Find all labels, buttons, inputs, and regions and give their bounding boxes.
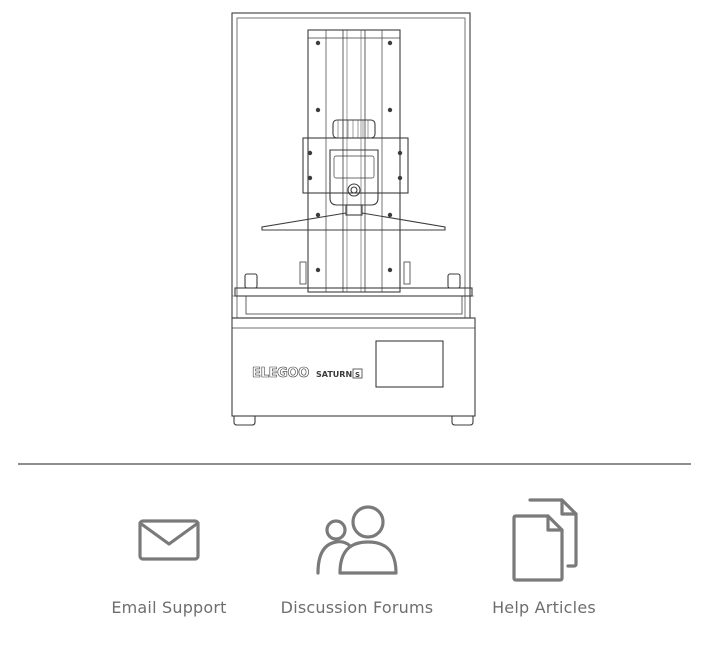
- printer-model-badge: S: [355, 371, 360, 379]
- envelope-icon: [137, 490, 201, 590]
- printer-model-text: SATURN: [316, 370, 352, 379]
- printer-illustration: ELEGOO SATURN S: [231, 12, 476, 426]
- documents-icon: [510, 490, 578, 590]
- help-articles-link[interactable]: Help Articles: [488, 490, 600, 617]
- section-divider: [18, 463, 691, 465]
- people-icon: [316, 490, 398, 590]
- discussion-forums-label: Discussion Forums: [280, 598, 434, 617]
- printer-brand-text: ELEGOO: [252, 366, 309, 381]
- email-support-label: Email Support: [111, 598, 227, 617]
- discussion-forums-link[interactable]: Discussion Forums: [278, 490, 436, 617]
- email-support-link[interactable]: Email Support: [110, 490, 228, 617]
- help-articles-label: Help Articles: [492, 598, 596, 617]
